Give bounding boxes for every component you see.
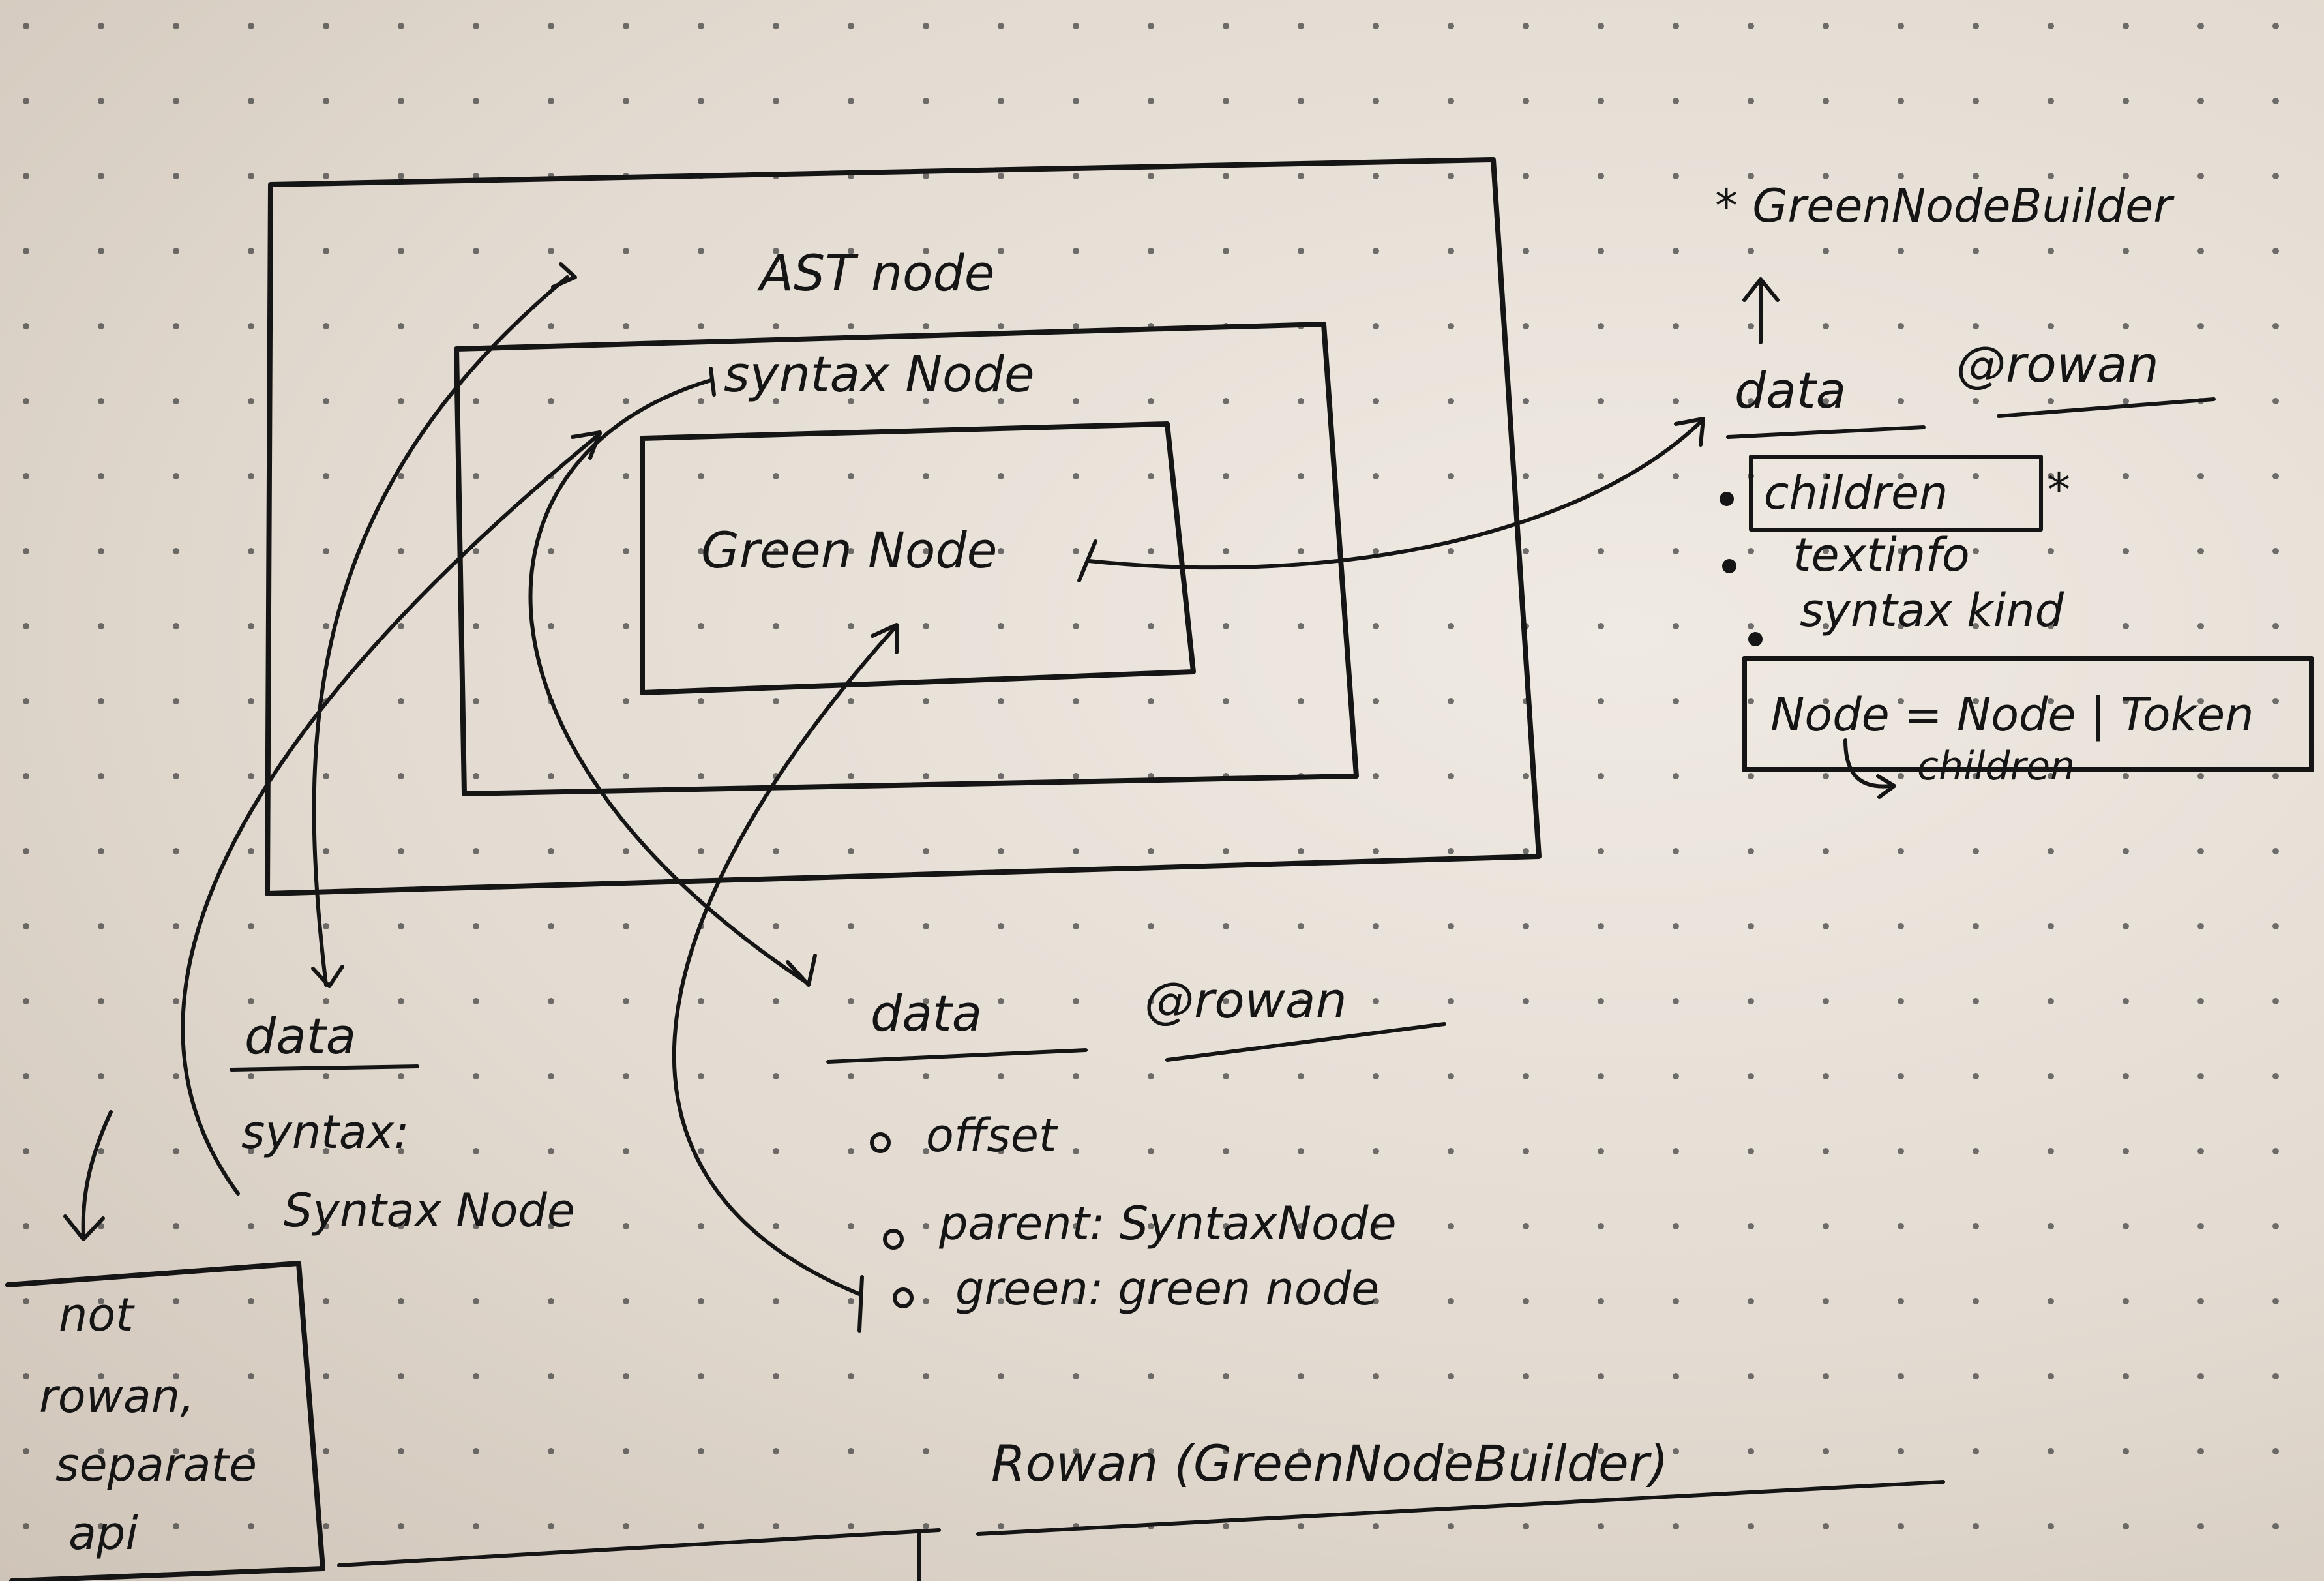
green-node-tick <box>1077 539 1097 582</box>
arrowhead <box>786 954 817 987</box>
syntax-node-label: syntax Node <box>724 345 1035 403</box>
footer-underline <box>976 1480 1945 1536</box>
arrowhead <box>551 262 577 289</box>
arrowhead <box>571 430 602 460</box>
syntax-node-tick <box>709 367 716 397</box>
bullet <box>1720 492 1734 506</box>
rowan-data-heading: data <box>1735 361 1846 419</box>
ast-data-to-ast-node-arrow <box>312 275 569 987</box>
side-note-box <box>5 1261 325 1581</box>
children-subnote: children <box>1917 744 2075 789</box>
bottom-baseline <box>337 1528 941 1581</box>
green-item: green: green node <box>955 1262 1379 1316</box>
green-field-tick <box>857 1275 864 1333</box>
syntax-node-to-data-arrow <box>528 378 807 984</box>
side-note-line: separate <box>55 1438 257 1492</box>
syntax-field-to-syntax-node-arrow <box>181 432 602 1196</box>
bullet <box>893 1287 914 1308</box>
syntax-node-box <box>454 322 1359 796</box>
bullet <box>1748 632 1763 646</box>
parent-item: parent: SyntaxNode <box>938 1197 1397 1250</box>
syntax-rowan-heading: @rowan <box>1144 971 1347 1029</box>
arrowhead <box>311 965 344 988</box>
node-union-box <box>1742 656 2314 772</box>
ast-data-underline <box>230 1064 419 1072</box>
green-node-box <box>640 421 1196 695</box>
syntax-field-line1: syntax: <box>241 1106 410 1159</box>
syntax-heading-underline <box>826 1022 1446 1064</box>
arrowhead <box>1674 417 1705 447</box>
arrowhead <box>871 623 899 654</box>
bullet <box>1722 559 1736 573</box>
green-node-builder-note: * GreenNodeBuilder <box>1715 179 2175 233</box>
offset-item: offset <box>926 1109 1058 1162</box>
green-field-to-green-node-arrow <box>672 627 895 1297</box>
children-item: children <box>1764 466 1948 520</box>
textinfo-item: textinfo <box>1793 528 1970 582</box>
children-pointer <box>1843 738 1896 799</box>
green-to-rowan-data-arrow <box>1087 419 1704 570</box>
heading-underline <box>1726 397 2216 439</box>
children-box <box>1749 455 2043 532</box>
children-star: * <box>2048 463 2070 517</box>
bullet <box>883 1229 904 1250</box>
ast-data-heading: data <box>245 1007 356 1065</box>
side-note-line: api <box>68 1507 138 1560</box>
syntax-data-heading: data <box>871 984 982 1042</box>
ast-node-box <box>265 157 1542 896</box>
green-node-label: Green Node <box>701 521 997 579</box>
syntax-kind-item: syntax kind <box>1800 584 2064 637</box>
side-note-line: not <box>59 1288 135 1342</box>
footer-label: Rowan (GreenNodeBuilder) <box>991 1434 1669 1492</box>
down-arrow <box>63 1110 113 1241</box>
side-note-line: rowan, <box>39 1370 194 1423</box>
ast-node-label: AST node <box>756 244 994 302</box>
bullet <box>870 1132 891 1153</box>
up-arrow <box>1742 277 1780 344</box>
syntax-field-line2: Syntax Node <box>284 1184 575 1237</box>
rowan-handle-heading: @rowan <box>1956 335 2159 393</box>
node-union-text: Node = Node | Token <box>1770 688 2254 742</box>
